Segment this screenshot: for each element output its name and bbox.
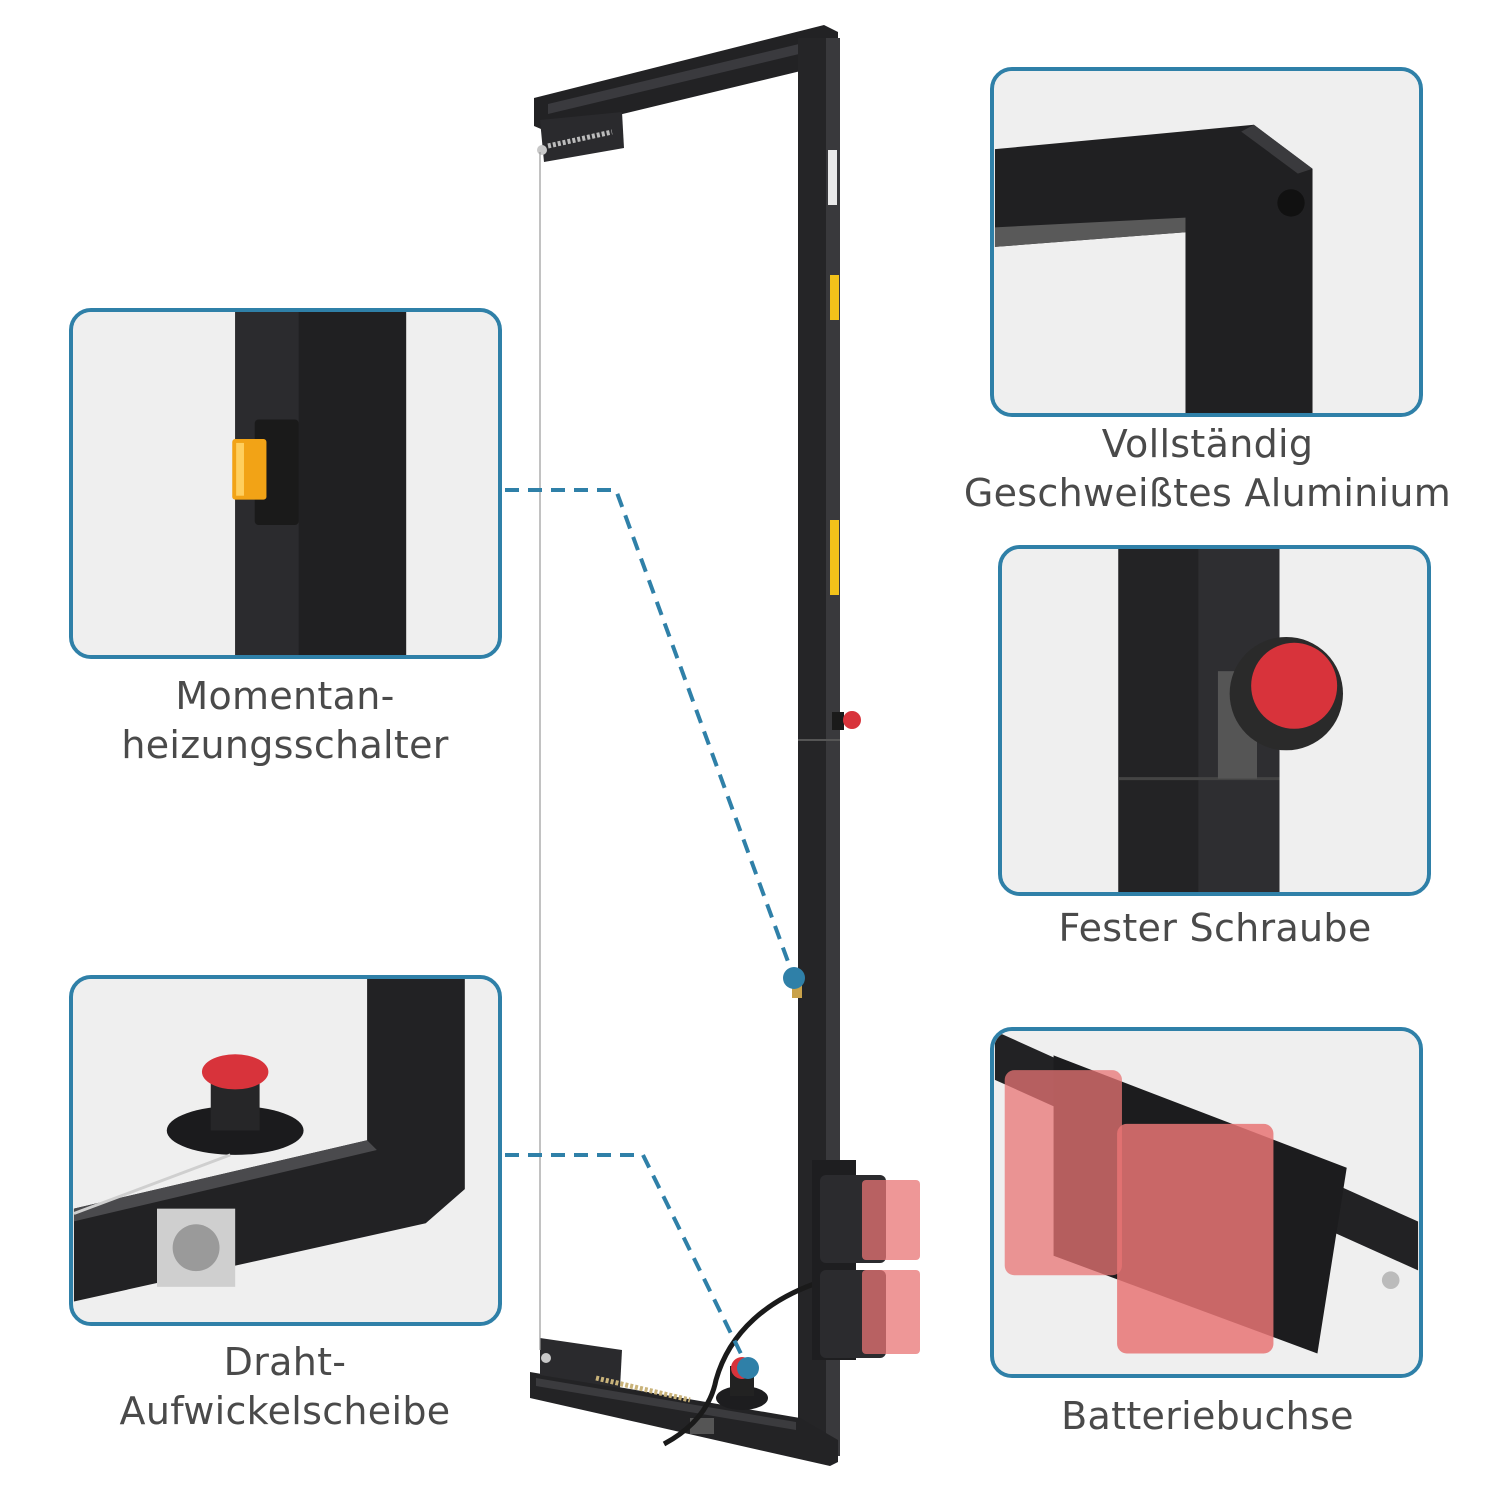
connector-dot-winder xyxy=(737,1357,759,1379)
panel-heating-switch xyxy=(69,308,502,659)
battery-socket-icon xyxy=(994,1031,1419,1374)
frame-top-arm-highlight xyxy=(548,38,824,114)
winder-base xyxy=(716,1386,768,1410)
caption-switch-line-1: Momentan- xyxy=(175,674,395,718)
panel-welded-corner xyxy=(990,67,1423,417)
top-spring xyxy=(547,129,613,149)
caption-winder: Draht- Aufwickelscheibe xyxy=(40,1338,530,1436)
panel-battery-socket xyxy=(990,1027,1423,1378)
knob-base xyxy=(832,712,844,730)
knob-red-small xyxy=(843,711,861,729)
fixing-screw-icon xyxy=(1002,549,1427,892)
caption-winder-line-1: Draht- xyxy=(223,1340,347,1384)
pillar-clamp xyxy=(792,980,802,998)
power-cable xyxy=(662,1281,815,1447)
caption-screw: Fester Schraube xyxy=(965,904,1465,953)
caption-aluminium: Vollständig Geschweißtes Aluminium xyxy=(940,420,1475,518)
pillar-label-sticker xyxy=(828,150,837,205)
panel-fixing-screw xyxy=(998,545,1431,896)
panel-wire-winder xyxy=(69,975,502,1326)
connector-dot-switch xyxy=(783,967,805,989)
caption-switch: Momentan- heizungsschalter xyxy=(40,672,530,770)
caption-battery: Batteriebuchse xyxy=(965,1392,1450,1441)
caption-winder-line-2: Aufwickelscheibe xyxy=(119,1389,451,1433)
wire-winder-icon xyxy=(73,979,498,1322)
battery-2 xyxy=(862,1270,920,1354)
bottom-spring-plate xyxy=(540,1338,622,1388)
heating-switch-icon xyxy=(73,312,498,655)
bottom-spring xyxy=(595,1375,691,1403)
top-bolt xyxy=(537,145,547,155)
caption-aluminium-line-1: Vollständig xyxy=(1101,422,1314,466)
frame-pillar-edge xyxy=(826,38,840,1456)
bottom-bolt xyxy=(541,1353,551,1363)
caption-switch-line-2: heizungsschalter xyxy=(121,723,449,767)
caption-battery-line-1: Batteriebuchse xyxy=(1061,1394,1354,1438)
frame-bottom-arm-light xyxy=(536,1378,796,1430)
battery-1 xyxy=(862,1180,920,1260)
caption-aluminium-line-2: Geschweißtes Aluminium xyxy=(963,471,1452,515)
pillar-yellow-sticker-1 xyxy=(830,275,839,320)
welded-corner-image xyxy=(994,71,1419,413)
caption-screw-line-1: Fester Schraube xyxy=(1058,906,1372,950)
connector-line-winder xyxy=(505,1153,750,1369)
pillar-yellow-sticker-2 xyxy=(830,520,839,595)
connector-line-switch xyxy=(505,488,796,979)
